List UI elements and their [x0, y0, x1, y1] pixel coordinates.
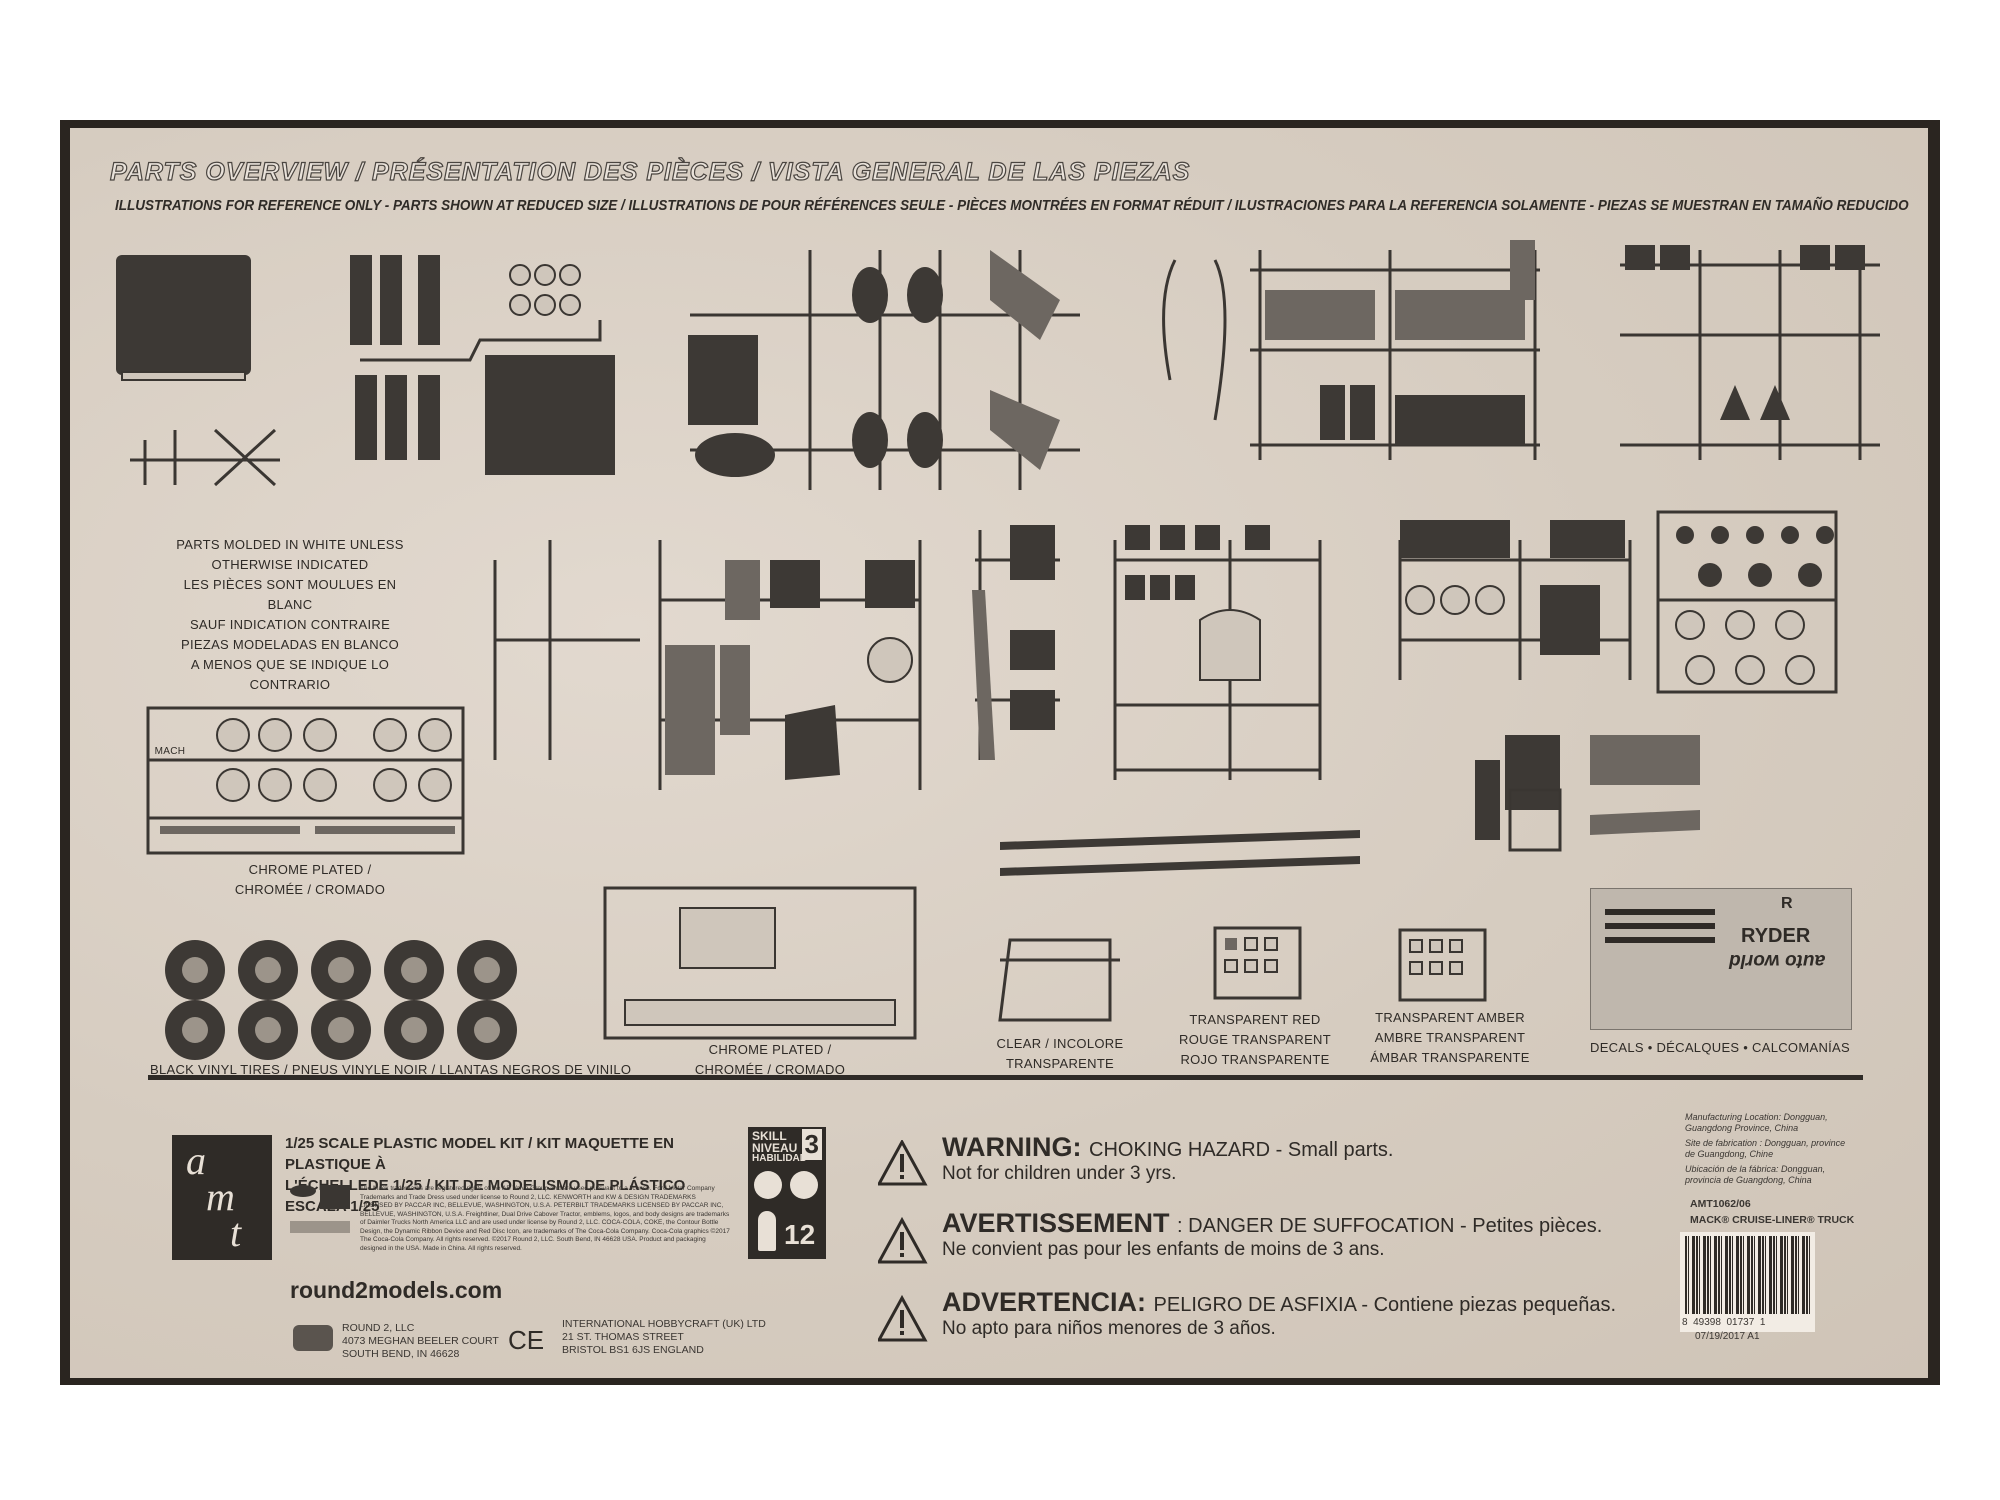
- manufacturing-location: Manufacturing Location: Dongguan, Guangd…: [1685, 1112, 1846, 1185]
- amber-lens-sprue: [1398, 928, 1487, 1002]
- warning-french: AVERTISSEMENT : DANGER DE SUFFOCATION - …: [942, 1208, 1603, 1260]
- sku-text: AMT1062/06: [1690, 1198, 1751, 1210]
- skill-level-badge: SKILL NIVEAU HABILIDAD 3 12: [748, 1127, 826, 1259]
- chrome-grille-sprue: [603, 886, 917, 1040]
- warning-english: WARNING: CHOKING HAZARD - Small parts. N…: [942, 1132, 1394, 1184]
- barcode-digits: 8 49398 01737 1: [1682, 1317, 1766, 1328]
- kit-description: 1/25 SCALE PLASTIC MODEL KIT / KIT MAQUE…: [285, 1135, 686, 1215]
- print-date: 07/19/2017 A1: [1695, 1331, 1760, 1342]
- decals-label: DECALS • DÉCALQUES • CALCOMANÍAS: [1590, 1040, 1850, 1055]
- upc-barcode: [1685, 1236, 1810, 1314]
- age-number: 12: [784, 1219, 816, 1250]
- skill-level-number: 3: [801, 1129, 822, 1160]
- black-tires-label: BLACK VINYL TIRES / PNEUS VINYLE NOIR / …: [150, 1062, 632, 1077]
- warning-triangle-icon: [878, 1294, 928, 1342]
- decal-r-mark: R: [1781, 895, 1793, 912]
- person-icon: [758, 1211, 776, 1251]
- decal-auto-world: auto world: [1729, 950, 1826, 971]
- hubs-sprue: [1656, 510, 1838, 694]
- trademark-fineprint: The Mack trademarks are registered right…: [360, 1185, 730, 1252]
- product-name: MACK® CRUISE-LINER® TRUCK: [1690, 1214, 1855, 1226]
- warning-spanish: ADVERTENCIA: PELIGRO DE ASFIXIA - Contie…: [942, 1287, 1617, 1339]
- fuel-tank-sprue: [1475, 735, 1700, 852]
- parts-overview-subtitle: ILLUSTRATIONS FOR REFERENCE ONLY - PARTS…: [115, 198, 1909, 214]
- red-lens-sprue: [1213, 926, 1302, 1000]
- footer-divider: [148, 1075, 1863, 1080]
- parts-overview-title: PARTS OVERVIEW / PRÉSENTATION DES PIÈCES…: [109, 157, 1191, 186]
- warning-triangle-icon: [878, 1216, 928, 1264]
- warning-triangle-icon: [878, 1140, 928, 1186]
- cab-interior-sprue: [1620, 250, 1880, 460]
- hood-part: [116, 255, 251, 381]
- decal-ryder: RYDER: [1741, 925, 1811, 947]
- cab-floor-sprue: [350, 255, 615, 475]
- molded-white-note: PARTS MOLDED IN WHITE UNLESS OTHERWISE I…: [176, 537, 404, 692]
- clear-parts-label: CLEAR / INCOLORE TRANSPARENTE: [996, 1036, 1124, 1071]
- amt-logo: a m t: [172, 1135, 272, 1260]
- transparent-amber-label: TRANSPARENT AMBER AMBRE TRANSPARENT ÁMBA…: [1370, 1010, 1530, 1065]
- website-text: round2models.com: [290, 1277, 503, 1303]
- small-sprue-left: [130, 428, 280, 487]
- license-logos: [290, 1185, 352, 1265]
- chrome-mid-label: CHROME PLATED / CHROMÉE / CROMADO: [694, 1042, 846, 1077]
- chrome-left-label: CHROME PLATED / CHROMÉE / CROMADO: [234, 862, 386, 897]
- vinyl-tires: [165, 940, 517, 1060]
- glue-icon: [790, 1171, 818, 1199]
- clear-sprue: [998, 938, 1120, 1022]
- warning-triangles: [878, 1140, 928, 1342]
- transparent-red-label: TRANSPARENT RED ROUGE TRANSPARENT ROJO T…: [1179, 1012, 1331, 1067]
- round2-logo: [293, 1325, 333, 1351]
- address-round2: ROUND 2, LLC 4073 MEGHAN BEELER COURT SO…: [342, 1322, 499, 1360]
- decal-sheet: R RYDER auto world: [1590, 888, 1852, 1030]
- address-hobbycraft: INTERNATIONAL HOBBYCRAFT (UK) LTD 21 ST.…: [562, 1318, 766, 1356]
- ce-mark: CE: [508, 1325, 545, 1355]
- frame-rails: [1000, 830, 1360, 876]
- tools-icon: [754, 1171, 782, 1199]
- chrome-left-mach-text: MACH: [154, 746, 186, 757]
- chrome-sprue-left: [146, 706, 465, 855]
